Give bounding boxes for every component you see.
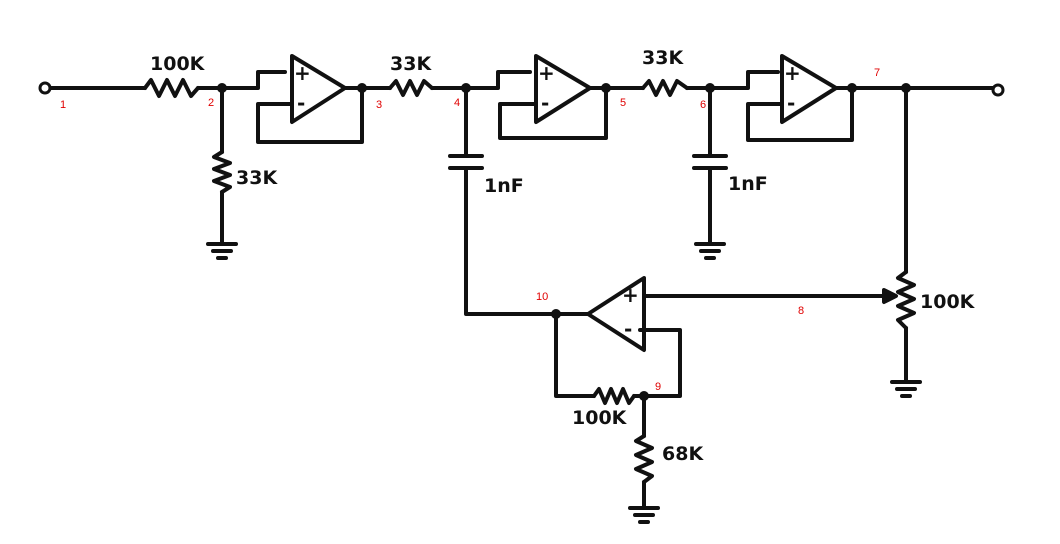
capacitor-c2	[692, 154, 728, 170]
node-label-8: 8	[798, 305, 804, 317]
node-label-6: 6	[700, 99, 706, 111]
node-label-5: 5	[620, 97, 626, 109]
opamp2-plus-sign: +	[538, 61, 555, 85]
label-c2: 1nF	[728, 173, 768, 195]
resistor-r-fb	[592, 387, 636, 405]
opamp-buffer-1	[290, 54, 347, 124]
ground-symbol-4	[628, 506, 660, 524]
node-label-7: 7	[874, 67, 880, 79]
opamp2-minus-sign: -	[541, 91, 549, 115]
output-terminal	[991, 83, 1005, 97]
label-r-gnd: 68K	[662, 443, 704, 465]
opamp-buffer-3	[780, 54, 838, 124]
junction-dots	[217, 83, 911, 401]
resistor-r-gnd	[634, 434, 654, 484]
opamp-bottom	[586, 276, 646, 352]
opamp3-plus-sign: +	[784, 61, 801, 85]
label-r-a: 33K	[390, 53, 432, 75]
resistor-r-b	[641, 79, 689, 97]
opamp4-minus-sign: -	[624, 317, 632, 341]
ground-symbol-2	[694, 242, 726, 260]
resistor-r-a	[388, 79, 434, 97]
opamp3-minus-sign: -	[787, 91, 795, 115]
ground-symbol-1	[206, 242, 238, 260]
potentiometer	[882, 270, 916, 330]
label-r-fb: 100K	[572, 407, 628, 429]
input-terminal	[38, 81, 52, 95]
ground-symbol-3	[890, 380, 922, 398]
node-label-2: 2	[208, 97, 214, 109]
label-c1: 1nF	[484, 175, 524, 197]
node-label-1: 1	[60, 99, 66, 111]
opamp1-minus-sign: -	[297, 91, 305, 115]
label-pot: 100K	[920, 291, 976, 313]
node-label-10: 10	[536, 291, 548, 303]
resistor-r-shunt	[212, 150, 232, 194]
label-r-shunt: 33K	[236, 167, 278, 189]
node-label-9: 9	[655, 381, 661, 393]
opamp4-plus-sign: +	[622, 283, 639, 307]
node-label-4: 4	[454, 97, 460, 109]
label-r-b: 33K	[642, 47, 684, 69]
label-r-in: 100K	[150, 53, 206, 75]
opamp1-plus-sign: +	[294, 61, 311, 85]
node-label-3: 3	[376, 99, 382, 111]
opamp-buffer-2	[534, 54, 592, 124]
capacitor-c1	[448, 154, 484, 170]
wires	[48, 70, 995, 508]
resistor-r-in	[143, 78, 200, 98]
